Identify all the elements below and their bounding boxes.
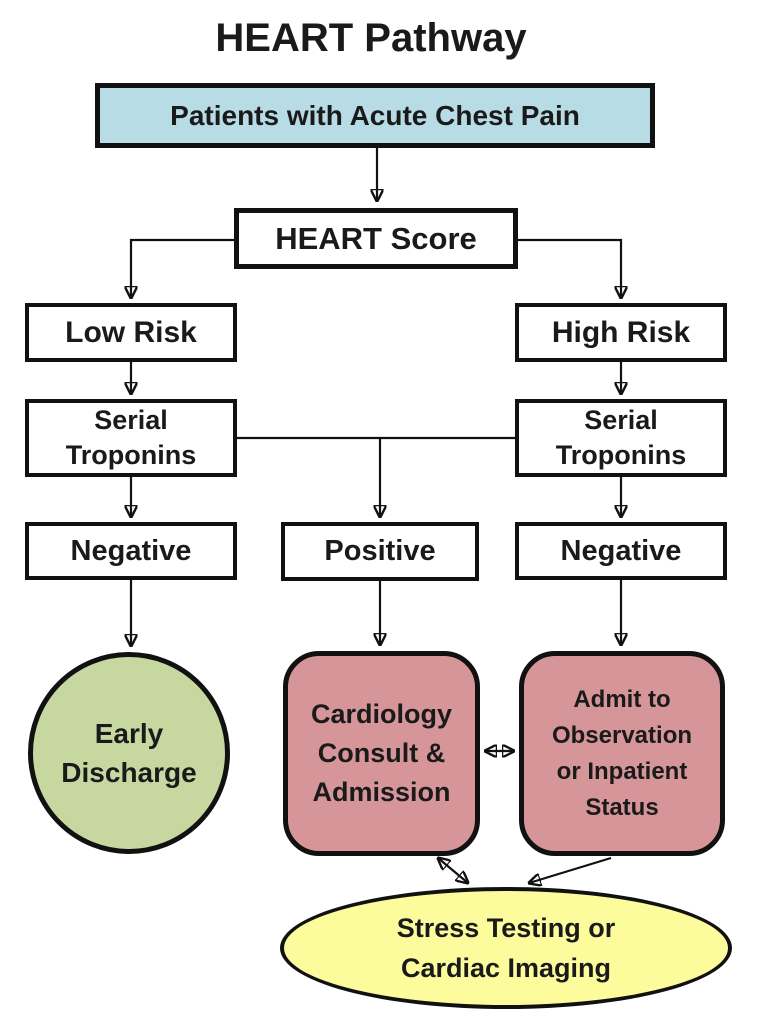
admit-observation-inpatient-label: Admit to Observation or Inpatient Status — [551, 685, 693, 821]
node-cardiology-consult-admission: Cardiology Consult & Admission — [283, 651, 480, 856]
connector-cardiology-stresstesting-bidirectional — [438, 858, 468, 883]
serial-troponins-right-label: Serial Troponins — [555, 404, 687, 470]
node-stress-testing-cardiac-imaging: Stress Testing or Cardiac Imaging — [280, 887, 732, 1009]
stress-testing-cardiac-imaging-label: Stress Testing or Cardiac Imaging — [396, 912, 616, 984]
node-patients-acute-chest-pain: Patients with Acute Chest Pain — [95, 83, 655, 148]
node-negative-right: Negative — [515, 522, 727, 580]
patients-acute-chest-pain-label: Patients with Acute Chest Pain — [170, 99, 580, 131]
connector-heartscore-lowrisk — [131, 238, 234, 298]
node-heart-score: HEART Score — [234, 208, 518, 269]
high-risk-label: High Risk — [551, 315, 691, 349]
early-discharge-label: Early Discharge — [61, 717, 197, 788]
node-admit-observation-inpatient: Admit to Observation or Inpatient Status — [519, 651, 725, 856]
diagram-title: HEART Pathway — [215, 16, 527, 60]
positive-label: Positive — [324, 535, 436, 567]
connector-heartscore-highrisk — [518, 238, 621, 298]
node-positive: Positive — [281, 522, 479, 581]
node-early-discharge: Early Discharge — [28, 652, 230, 854]
node-serial-troponins-left: Serial Troponins — [25, 399, 237, 477]
negative-right-label: Negative — [560, 534, 682, 567]
connector-admit-stresstesting — [529, 856, 612, 883]
heart-score-label: HEART Score — [275, 220, 477, 256]
node-serial-troponins-right: Serial Troponins — [515, 399, 727, 477]
node-high-risk: High Risk — [515, 303, 727, 362]
low-risk-label: Low Risk — [65, 315, 197, 349]
serial-troponins-left-label: Serial Troponins — [65, 404, 197, 470]
negative-left-label: Negative — [70, 534, 192, 567]
cardiology-consult-admission-label: Cardiology Consult & Admission — [310, 698, 452, 808]
node-low-risk: Low Risk — [25, 303, 237, 362]
node-negative-left: Negative — [25, 522, 237, 580]
